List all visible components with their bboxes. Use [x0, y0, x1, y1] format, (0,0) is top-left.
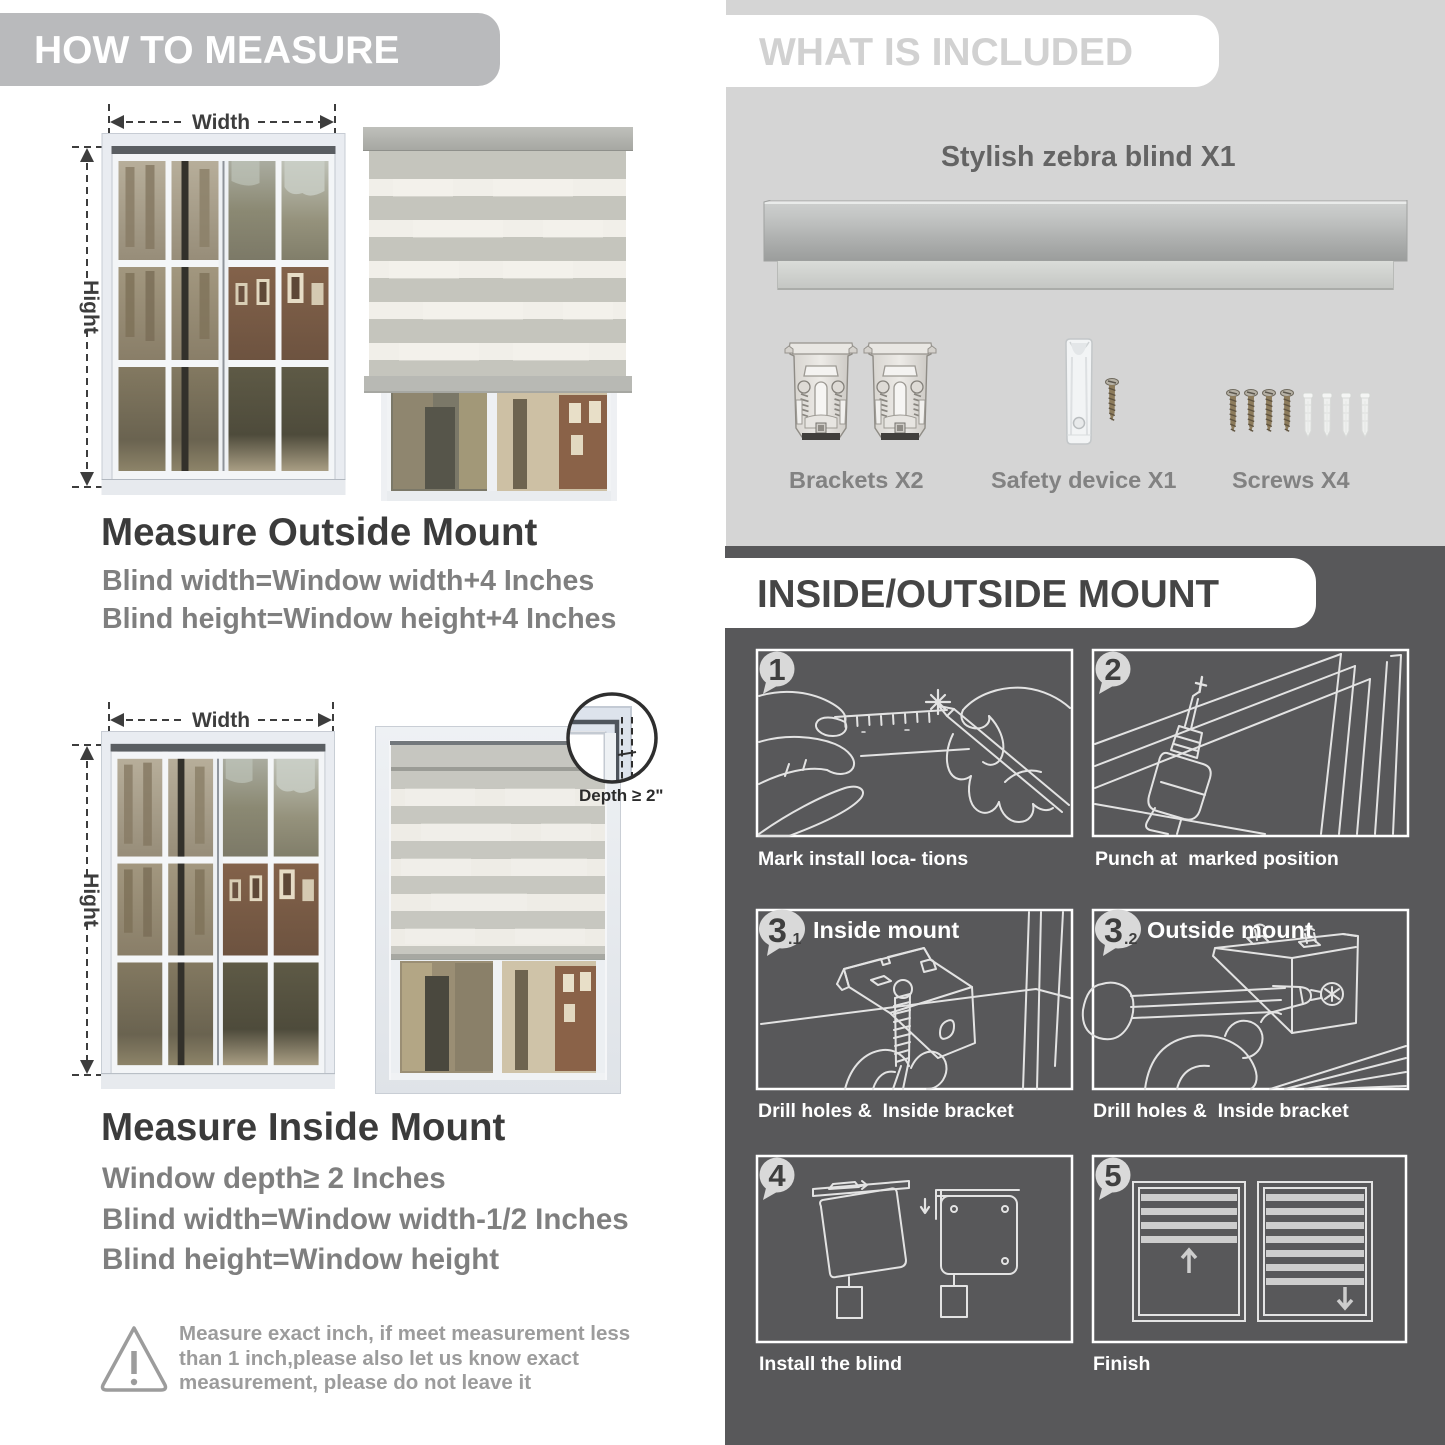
svg-text:2: 2 — [1104, 652, 1121, 687]
svg-text:1: 1 — [768, 652, 785, 687]
svg-text:Hight: Hight — [79, 280, 102, 334]
svg-text:Inside mount: Inside mount — [813, 917, 959, 943]
svg-text:.2: .2 — [1124, 931, 1137, 948]
svg-text:Outside mount: Outside mount — [1147, 917, 1313, 943]
svg-text:5: 5 — [1104, 1158, 1121, 1193]
svg-text:Width: Width — [192, 709, 250, 732]
svg-text:4: 4 — [768, 1158, 786, 1193]
svg-text:3: 3 — [768, 912, 787, 950]
svg-text:Width: Width — [192, 111, 250, 134]
svg-text:.1: .1 — [788, 931, 801, 948]
svg-text:3: 3 — [1104, 912, 1123, 950]
svg-text:Hight: Hight — [79, 873, 102, 927]
